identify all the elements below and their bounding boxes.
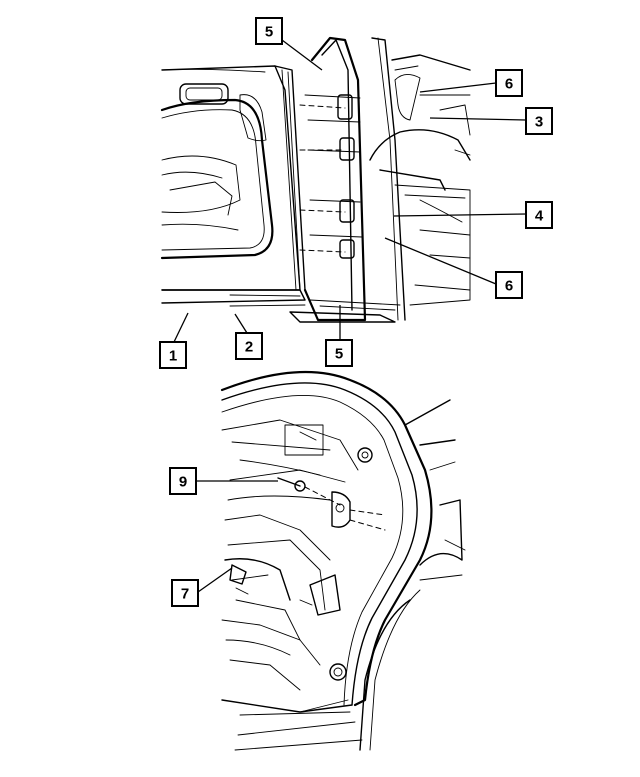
callout-4: 4 (525, 201, 553, 229)
callout-9: 9 (169, 467, 197, 495)
callout-1: 1 (159, 341, 187, 369)
svg-text:4: 4 (535, 208, 544, 225)
callout-6-bottom: 6 (495, 271, 523, 299)
svg-text:1: 1 (169, 348, 177, 365)
leader-4 (393, 213, 527, 217)
leader-3 (429, 117, 527, 121)
svg-text:3: 3 (535, 114, 543, 131)
leader-2 (234, 313, 248, 334)
front-door-opening-illustration (160, 36, 471, 323)
callout-5-top: 5 (255, 17, 283, 45)
callout-6-top: 6 (495, 69, 523, 97)
leader-lines (173, 39, 527, 593)
svg-text:6: 6 (505, 76, 513, 93)
callout-3: 3 (525, 107, 553, 135)
svg-text:9: 9 (179, 474, 187, 491)
callout-5-bottom: 5 (325, 339, 353, 367)
svg-text:7: 7 (181, 586, 189, 603)
svg-text:2: 2 (245, 339, 253, 356)
callout-7: 7 (171, 579, 199, 607)
leader-7 (197, 567, 233, 593)
callout-2: 2 (235, 332, 263, 360)
leader-5-top (281, 39, 323, 71)
svg-text:5: 5 (335, 346, 343, 363)
leader-6-top (419, 82, 497, 93)
leader-6-bottom (384, 237, 497, 285)
leader-1 (173, 312, 189, 343)
svg-text:5: 5 (265, 24, 273, 41)
rear-door-opening-illustration (220, 370, 466, 751)
svg-text:6: 6 (505, 278, 513, 295)
